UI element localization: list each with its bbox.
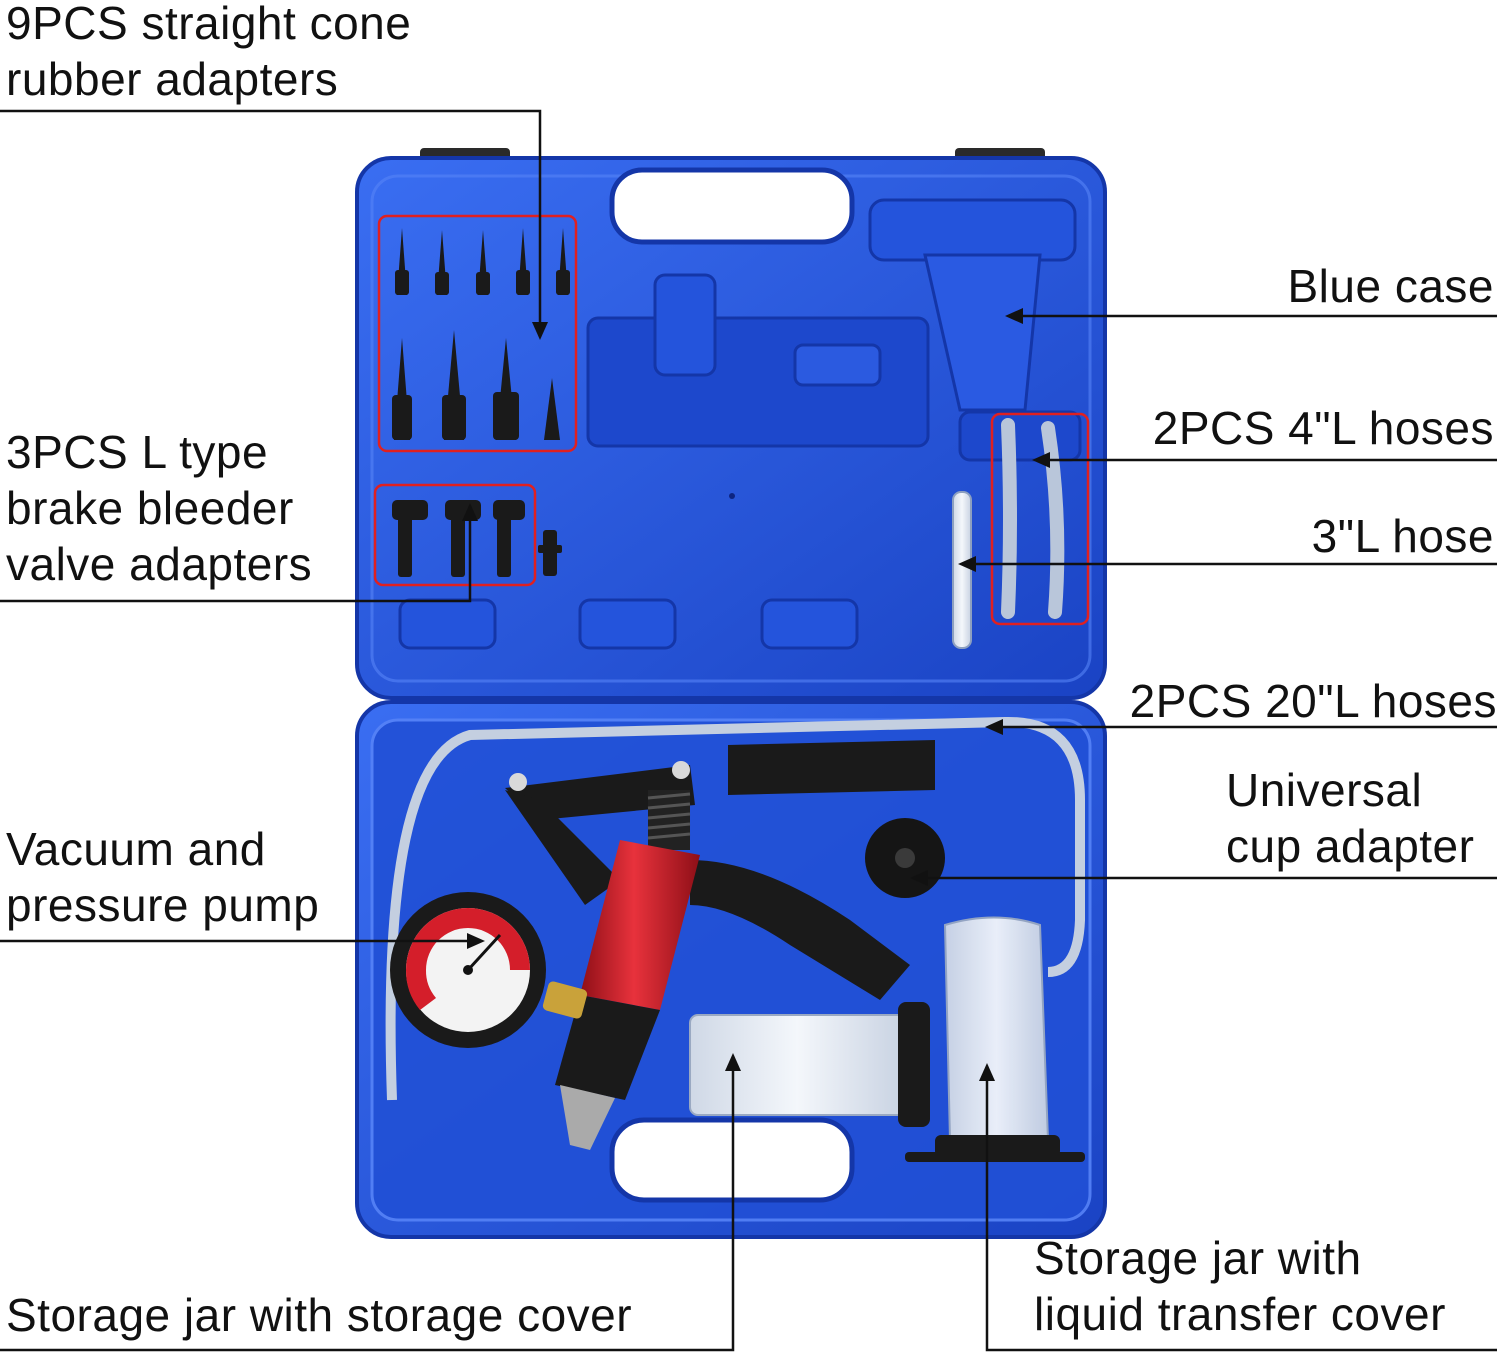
long-hoses bbox=[385, 716, 1085, 1101]
label-line: 3PCS L type bbox=[6, 426, 269, 478]
case-lid bbox=[355, 148, 1107, 700]
label-line: brake bleeder bbox=[6, 482, 294, 534]
highlight-l-adapters bbox=[373, 483, 537, 587]
label-blue-case: Blue case bbox=[1287, 258, 1494, 314]
label-line: rubber adapters bbox=[6, 53, 339, 105]
label-line: 2PCS 20"L hoses bbox=[1129, 675, 1497, 727]
storage-jar-transfer-cover bbox=[905, 916, 1085, 1162]
label-line: Blue case bbox=[1287, 260, 1494, 312]
label-line: 2PCS 4"L hoses bbox=[1152, 402, 1494, 454]
label-l-type-adapters: 3PCS L type brake bleeder valve adapters bbox=[6, 424, 312, 592]
label-jar-storage-cover: Storage jar with storage cover bbox=[6, 1287, 632, 1343]
leader-lines bbox=[0, 109, 1497, 1352]
case-handle-top bbox=[609, 167, 855, 245]
label-hoses-4l: 2PCS 4"L hoses bbox=[1153, 400, 1494, 456]
straight-cone-adapters bbox=[392, 228, 570, 440]
l-type-adapters bbox=[392, 500, 562, 577]
label-line: cup adapter bbox=[1226, 820, 1475, 872]
label-line: 9PCS straight cone bbox=[6, 0, 412, 49]
storage-jar-storage-cover bbox=[689, 1002, 930, 1127]
label-line: Storage jar with bbox=[1034, 1232, 1362, 1284]
label-line: pressure pump bbox=[6, 879, 320, 931]
short-hoses bbox=[952, 418, 1065, 649]
label-pump: Vacuum and pressure pump bbox=[6, 821, 319, 933]
label-straight-cone-adapters: 9PCS straight cone rubber adapters bbox=[6, 0, 411, 107]
highlight-short-hoses bbox=[990, 412, 1090, 626]
label-hoses-20l: 2PCS 20"L hoses bbox=[1130, 673, 1497, 729]
label-line: valve adapters bbox=[6, 538, 313, 590]
vacuum-pump-illustration bbox=[505, 740, 935, 1150]
pressure-gauge-icon bbox=[390, 892, 546, 1048]
label-hose-3l: 3"L hose bbox=[1312, 508, 1494, 564]
case-base bbox=[355, 700, 1107, 1239]
arrowheads bbox=[462, 308, 1050, 1081]
label-jar-transfer-cover: Storage jar with liquid transfer cover bbox=[1034, 1230, 1446, 1342]
highlight-cone-adapters bbox=[377, 214, 578, 453]
label-line: Vacuum and bbox=[6, 823, 266, 875]
label-line: Storage jar with storage cover bbox=[6, 1289, 633, 1341]
label-line: liquid transfer cover bbox=[1034, 1288, 1446, 1340]
label-line: Universal bbox=[1226, 764, 1423, 816]
label-line: 3"L hose bbox=[1311, 510, 1494, 562]
label-cup-adapter: Universal cup adapter bbox=[1226, 762, 1474, 874]
cup-adapter bbox=[865, 818, 945, 898]
